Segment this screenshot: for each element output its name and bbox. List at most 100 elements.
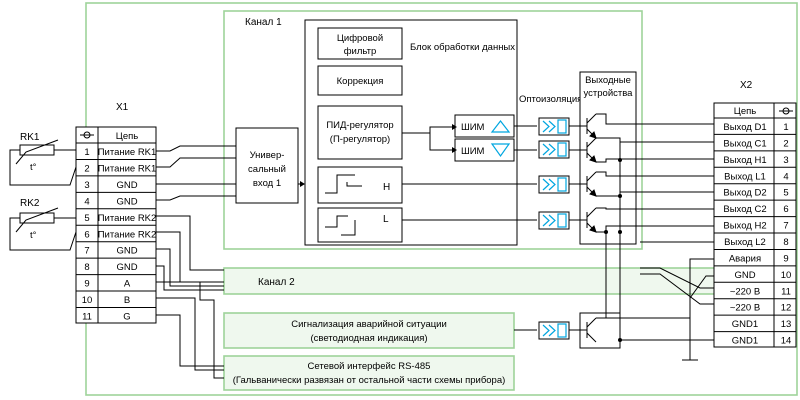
x1-row: 2 Питание RK1: [76, 158, 157, 174]
processing-title: Блок обработки данных: [410, 42, 515, 53]
x2-row: Авария 9: [714, 248, 796, 264]
svg-text:ШИМ: ШИМ: [461, 122, 485, 133]
pid-regulator-box: ПИД-регулятор (П-регулятор): [317, 105, 403, 160]
x2-row: Выход L1 4: [714, 166, 796, 182]
transistor-3: [586, 171, 597, 197]
x2-pin-label: Выход D2: [723, 188, 766, 199]
x2-wiring: [596, 113, 718, 361]
svg-text:(П-регулятор): (П-регулятор): [330, 134, 390, 145]
level-l-box: L: [317, 207, 403, 243]
x1-row: 8 GND: [76, 257, 156, 273]
x2-pin-label: GND1: [732, 336, 758, 347]
svg-text:t°: t°: [30, 162, 37, 173]
x1-pin-label: GND: [116, 196, 137, 207]
triangle-up-icon: [490, 120, 511, 133]
thermistor-rk2-icon: t°: [9, 207, 86, 251]
x2-pin-label: Выход L1: [724, 171, 766, 182]
x2-row: GND1 13: [714, 314, 796, 330]
x2-pin-label: Выход L2: [724, 237, 766, 248]
svg-text:Цепь: Цепь: [734, 106, 756, 117]
x1-pin-number: 7: [84, 246, 89, 257]
x1-header: Цепь: [80, 131, 138, 142]
x1-pin-label: Питание RK1: [98, 163, 157, 174]
x1-pin-number: 9: [84, 279, 89, 290]
x2-row: Выход H2 7: [714, 216, 796, 232]
svg-text:Сетевой интерфейс RS-485: Сетевой интерфейс RS-485: [308, 361, 431, 372]
x1-pin-number: 8: [84, 262, 89, 273]
x1-pin-label: GND: [116, 246, 137, 257]
x2-pin-number: 13: [781, 319, 792, 330]
x2-pin-label: Выход C1: [723, 138, 766, 149]
transistor-1: [586, 113, 597, 139]
x2-pin-number: 14: [781, 336, 792, 347]
x2-header: Цепь: [734, 106, 793, 117]
x2-pin-label: Выход D1: [723, 122, 766, 133]
x1-pin-number: 2: [84, 163, 89, 174]
svg-text:ШИМ: ШИМ: [461, 146, 485, 157]
x2-pin-label: ~220 В: [730, 286, 760, 297]
x2-pin-number: 10: [781, 270, 792, 281]
x1-pin-label: A: [124, 279, 131, 290]
svg-text:Сигнализация аварийной ситуаци: Сигнализация аварийной ситуации: [291, 319, 447, 330]
x2-pin-label: Авария: [729, 253, 761, 264]
transistor-4: [586, 207, 597, 233]
channel1-title: Канал 1: [245, 17, 282, 28]
x2-row: Выход D2 5: [714, 183, 796, 199]
svg-text:H: H: [383, 182, 390, 193]
x2-title: X2: [740, 80, 753, 91]
x2-row: Выход C2 6: [714, 199, 796, 215]
network-block: Сетевой интерфейс RS-485 (Гальванически …: [223, 355, 515, 391]
svg-text:фильтр: фильтр: [344, 46, 377, 57]
x2-pin-label: ~220 В: [730, 303, 760, 314]
triangle-down-icon: [490, 143, 511, 158]
x1-pin-label: Питание RK2: [98, 229, 157, 240]
x2-pin-label: Выход C2: [723, 204, 766, 215]
x2-pin-label: GND1: [732, 319, 758, 330]
x2-pin-number: 4: [783, 171, 788, 182]
level-h-box: H: [317, 166, 403, 204]
svg-text:ПИД-регулятор: ПИД-регулятор: [326, 120, 393, 131]
x1-pin-number: 10: [82, 295, 93, 306]
x1-pin-label: GND: [116, 180, 137, 191]
x2-pin-number: 3: [783, 155, 788, 166]
x2-row: GND1 14: [714, 331, 796, 347]
transistor-2: [586, 137, 597, 163]
x2-pin-number: 6: [783, 204, 788, 215]
x2-pin-label: Выход H2: [723, 221, 766, 232]
x1-row: 3 GND: [76, 175, 156, 191]
x1-pin-number: 11: [82, 312, 92, 323]
digital-filter-box: Цифровой фильтр: [317, 27, 403, 60]
svg-text:сальный: сальный: [248, 164, 286, 175]
x2-pin-number: 9: [783, 253, 788, 264]
x2-pin-number: 5: [783, 188, 788, 199]
x1-pin-number: 3: [84, 180, 89, 191]
x1-pin-label: Питание RK1: [98, 147, 157, 158]
svg-text:Цепь: Цепь: [116, 131, 138, 142]
channel2-box: Канал 2: [223, 267, 719, 295]
x1-pin-label: GND: [116, 262, 137, 273]
sensor-rk2-label: RK2: [20, 198, 40, 209]
svg-text:t°: t°: [30, 230, 37, 241]
svg-text:Канал 2: Канал 2: [258, 277, 295, 288]
svg-text:Цифровой: Цифровой: [337, 33, 383, 44]
x2-pin-number: 7: [783, 221, 788, 232]
pwm-down-box: ШИМ: [454, 138, 515, 162]
optocoupler-2: [538, 140, 570, 159]
correction-box: Коррекция: [317, 65, 403, 96]
optocoupler-4: [538, 211, 570, 230]
x1-wiring: [156, 145, 236, 379]
svg-text:Универ-: Универ-: [250, 150, 285, 161]
optocoupler-3: [538, 175, 570, 194]
